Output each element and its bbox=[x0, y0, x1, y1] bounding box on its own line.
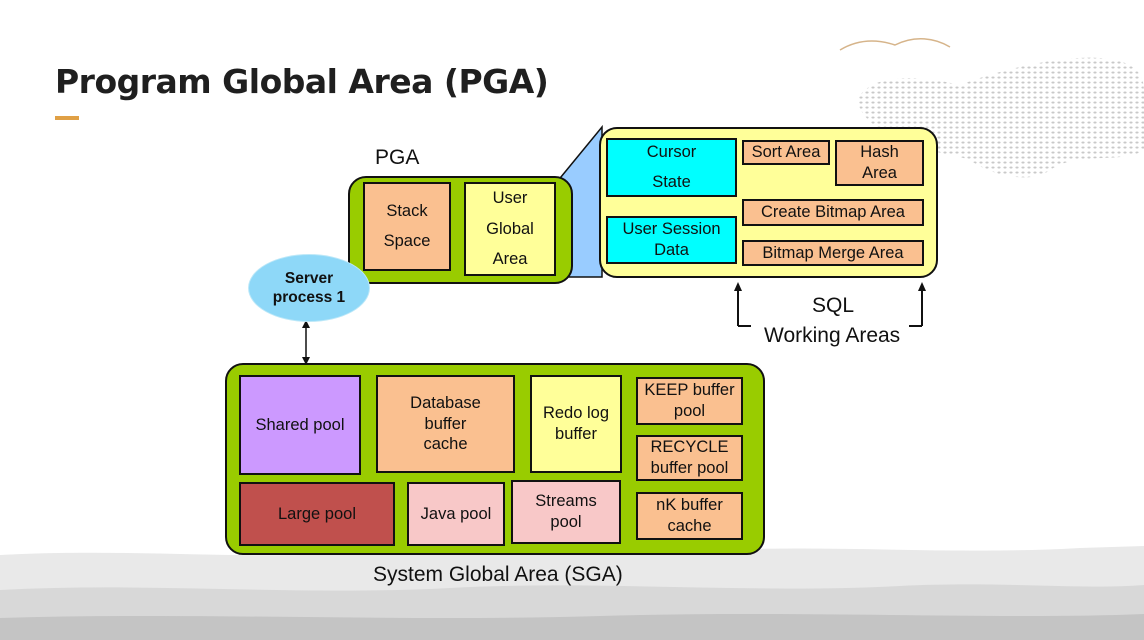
sga-label: System Global Area (SGA) bbox=[373, 563, 623, 586]
page-title: Program Global Area (PGA) bbox=[55, 62, 549, 101]
create-bitmap-area-block: Create Bitmap Area bbox=[742, 199, 924, 226]
database-buffer-cache-block: Database buffer cache bbox=[376, 375, 515, 473]
title-accent-bar bbox=[55, 116, 79, 120]
redo-log-buffer-block: Redo log buffer bbox=[530, 375, 622, 473]
nk-buffer-cache-block: nK buffer cache bbox=[636, 492, 743, 540]
cursor-state-block: Cursor State bbox=[606, 138, 737, 197]
bird-sketch bbox=[839, 38, 951, 51]
bitmap-merge-area-block: Bitmap Merge Area bbox=[742, 240, 924, 266]
sql-bracket bbox=[737, 287, 923, 327]
java-pool-block: Java pool bbox=[407, 482, 505, 546]
recycle-buffer-pool-block: RECYCLE buffer pool bbox=[636, 435, 743, 481]
sql-label: SQL bbox=[812, 294, 855, 317]
user-session-data-block: User Session Data bbox=[606, 216, 737, 264]
streams-pool-block: Streams pool bbox=[511, 480, 621, 544]
large-pool-block: Large pool bbox=[239, 482, 395, 546]
keep-buffer-pool-block: KEEP buffer pool bbox=[636, 377, 743, 425]
shared-pool-block: Shared pool bbox=[239, 375, 361, 475]
server-process-ellipse: Server process 1 bbox=[248, 254, 370, 322]
pga-label: PGA bbox=[375, 146, 420, 169]
stack-space-block: Stack Space bbox=[363, 182, 451, 271]
user-global-area-block: User Global Area bbox=[464, 182, 556, 276]
sort-area-block: Sort Area bbox=[742, 140, 830, 165]
working-areas-label: Working Areas bbox=[764, 324, 901, 347]
hash-area-block: Hash Area bbox=[835, 140, 924, 186]
